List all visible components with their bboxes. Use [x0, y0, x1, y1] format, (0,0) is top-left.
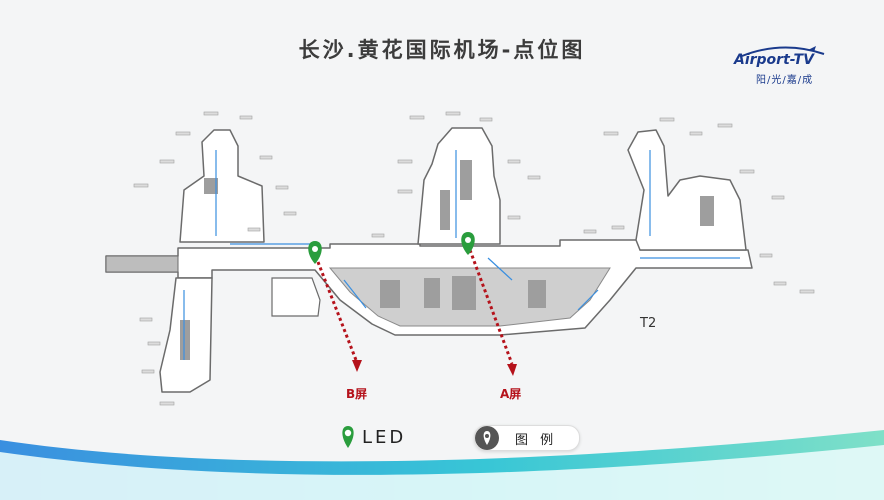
page-title: 长沙.黄花国际机场-点位图: [298, 38, 586, 62]
terminal-label: T2: [640, 316, 657, 331]
location-pin-icon: [475, 426, 499, 450]
logo-tagline: 阳/光/嘉/成: [756, 75, 814, 86]
legend-led-label: LED: [362, 426, 407, 448]
logo-name: Airport-TV: [734, 52, 814, 68]
led-marker-a: [461, 232, 475, 255]
legend-led: LED: [340, 424, 406, 450]
legend-button-label: 图 例: [515, 433, 558, 448]
led-marker-b: [308, 241, 322, 264]
screen-b-label: B屏: [346, 387, 368, 401]
airport-tv-logo: Airport-TV 阳/光/嘉/成: [728, 42, 828, 90]
screen-a-label: A屏: [500, 387, 522, 401]
led-pin-icon: [342, 426, 354, 448]
legend-button[interactable]: 图 例: [474, 425, 580, 451]
